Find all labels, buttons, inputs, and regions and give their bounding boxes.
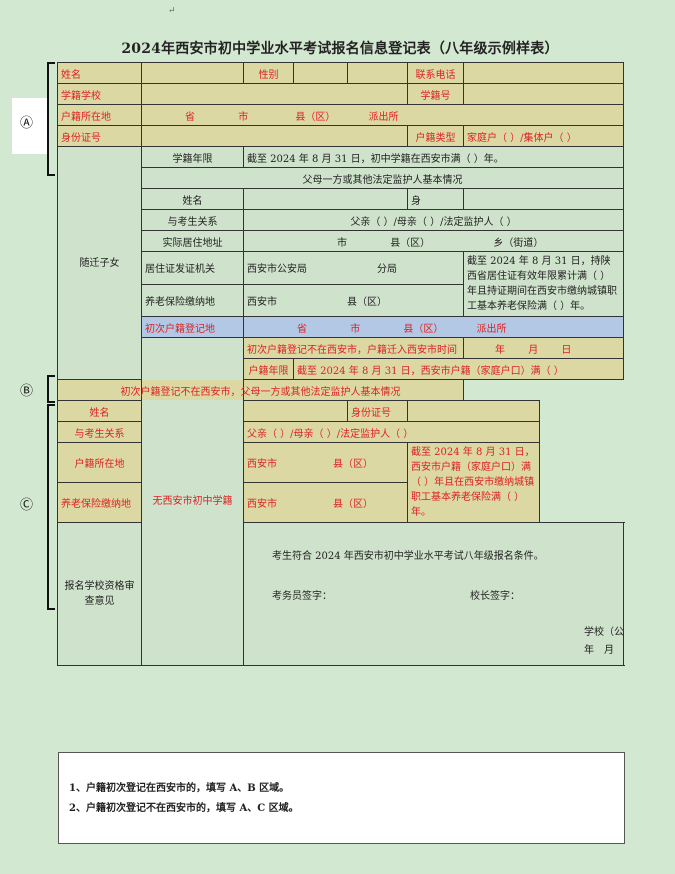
huji-type-label: 户籍类型 xyxy=(407,125,464,147)
xueji-years-value[interactable]: 截至 2024 年 8 月 31 日，初中学籍在西安市满（ ）年。 xyxy=(243,146,624,168)
section-c-label: Ⓒ xyxy=(20,498,34,513)
row-id: 身份证号 户籍类型 家庭户（ ）/集体户（ ） xyxy=(57,125,624,147)
review-label: 报名学校资格审查意见 xyxy=(57,522,142,666)
relation-value[interactable]: 父亲（ ）/母亲（ ）/法定监护人（ ） xyxy=(243,209,624,231)
row-school: 学籍学校 学籍号 xyxy=(57,83,624,105)
school-label: 学籍学校 xyxy=(57,83,142,105)
guardian-name-input[interactable] xyxy=(243,188,408,210)
name-input[interactable] xyxy=(141,62,244,84)
section-a-label: Ⓐ xyxy=(20,116,34,131)
pension-label: 养老保险缴纳地 xyxy=(141,283,244,317)
principal-sign[interactable]: 校长签字： xyxy=(470,591,520,602)
c-huji-input[interactable]: 西安市县（区） xyxy=(243,442,408,483)
name-label: 姓名 xyxy=(57,62,142,84)
section-a-bracket xyxy=(47,62,55,176)
note-1: 1、户籍初次登记在西安市的，填写 A、B 区域。 xyxy=(69,783,290,794)
first-not-xa-label: 初次户籍登记不在西安市，户籍迁入西安市时间 xyxy=(243,337,464,359)
huji-type-input[interactable]: 家庭户（ ）/集体户（ ） xyxy=(463,125,624,147)
row-huji: 户籍所在地 省 市 县（区） 派出所 xyxy=(57,104,624,126)
id-input[interactable] xyxy=(141,125,408,147)
paragraph-mark: ↵ xyxy=(168,6,176,16)
guardian-name-label: 姓名 xyxy=(141,188,244,210)
guardian-info2-heading: 初次户籍登记不在西安市，父母一方或其他法定监护人基本情况 xyxy=(57,379,464,401)
school-no-input[interactable] xyxy=(463,83,624,105)
c-pension-label: 养老保险缴纳地 xyxy=(57,482,142,523)
note-2: 2、户籍初次登记不在西安市的，填写 A、C 区域。 xyxy=(69,803,299,814)
c-id-label: 身份证号 xyxy=(347,400,408,422)
c-relation-value[interactable]: 父亲（ ）/母亲（ ）/法定监护人（ ） xyxy=(243,421,540,443)
row-name: 姓名 性别 联系电话 xyxy=(57,62,624,84)
first-huji-label: 初次户籍登记地 xyxy=(141,316,244,338)
residence-label: 实际居住地址 xyxy=(141,230,244,252)
review-date[interactable]: 年 月 日 xyxy=(584,645,623,656)
school-input[interactable] xyxy=(141,83,408,105)
phone-label: 联系电话 xyxy=(407,62,464,84)
section-c-bracket xyxy=(47,404,55,610)
huji-years-value[interactable]: 截至 2024 年 8 月 31 日，西安市户籍（家庭户口）满（ ） xyxy=(293,358,624,380)
id-label: 身份证号 xyxy=(57,125,142,147)
c-id-input[interactable] xyxy=(407,400,540,422)
huji-label: 户籍所在地 xyxy=(57,104,142,126)
c-name-label: 姓名 xyxy=(57,400,142,422)
permit-note: 截至 2024 年 8 月 31 日，持陕西省居住证有效年限累计满（ ）年且持证… xyxy=(463,251,624,317)
review-text: 考生符合 2024 年西安市初中学业水平考试八年级报名条件。 xyxy=(272,551,544,562)
c-huji-label: 户籍所在地 xyxy=(57,442,142,483)
review-area: 考生符合 2024 年西安市初中学业水平考试八年级报名条件。 考务员签字： 校长… xyxy=(243,522,624,666)
section-b-bracket xyxy=(47,375,55,403)
xueji-years-label: 学籍年限 xyxy=(141,146,244,168)
move-date[interactable]: 年 月 日 xyxy=(463,337,624,359)
examiner-sign[interactable]: 考务员签字： xyxy=(272,591,332,602)
permit-input[interactable]: 西安市公安局分局 xyxy=(243,251,464,285)
school-seal: 学校（公章） xyxy=(584,627,624,638)
section-b-label: Ⓑ xyxy=(20,384,34,399)
school-no-label: 学籍号 xyxy=(407,83,464,105)
pension-input[interactable]: 西安市县（区） xyxy=(243,283,464,317)
gender-input[interactable] xyxy=(293,62,348,84)
phone-input[interactable] xyxy=(463,62,624,84)
guardian-info-heading: 父母一方或其他法定监护人基本情况 xyxy=(141,167,624,189)
form-title: 2024年西安市初中学业水平考试报名信息登记表（八年级示例样表） xyxy=(121,41,559,57)
section-a-box xyxy=(12,98,48,154)
relation-label: 与考生关系 xyxy=(141,209,244,231)
migrant-label: 随迁子女 xyxy=(57,146,142,380)
c-note: 截至 2024 年 8 月 31 日，西安市户籍（家庭户口）满（ ）年且在西安市… xyxy=(407,442,540,523)
registration-table: 姓名 性别 联系电话 学籍学校 学籍号 户籍所在地 省 市 县（区） 派出所 身… xyxy=(57,62,624,666)
huji-years-label: 户籍年限 xyxy=(243,358,294,380)
guardian-id-input[interactable] xyxy=(463,188,624,210)
c-pension-input[interactable]: 西安市县（区） xyxy=(243,482,408,523)
residence-input[interactable]: 市 县（区） 乡（街道） xyxy=(243,230,624,252)
first-huji-input[interactable]: 省 市 县（区） 派出所 xyxy=(243,316,624,338)
guardian-id-label: 身 xyxy=(407,188,464,210)
notes-box: 1、户籍初次登记在西安市的，填写 A、B 区域。 2、户籍初次登记不在西安市的，… xyxy=(58,752,625,844)
permit-label: 居住证发证机关 xyxy=(141,251,244,285)
huji-input[interactable]: 省 市 县（区） 派出所 xyxy=(141,104,624,126)
c-relation-label: 与考生关系 xyxy=(57,421,142,443)
gender-label: 性别 xyxy=(243,62,294,84)
c-name-input[interactable] xyxy=(243,400,348,422)
